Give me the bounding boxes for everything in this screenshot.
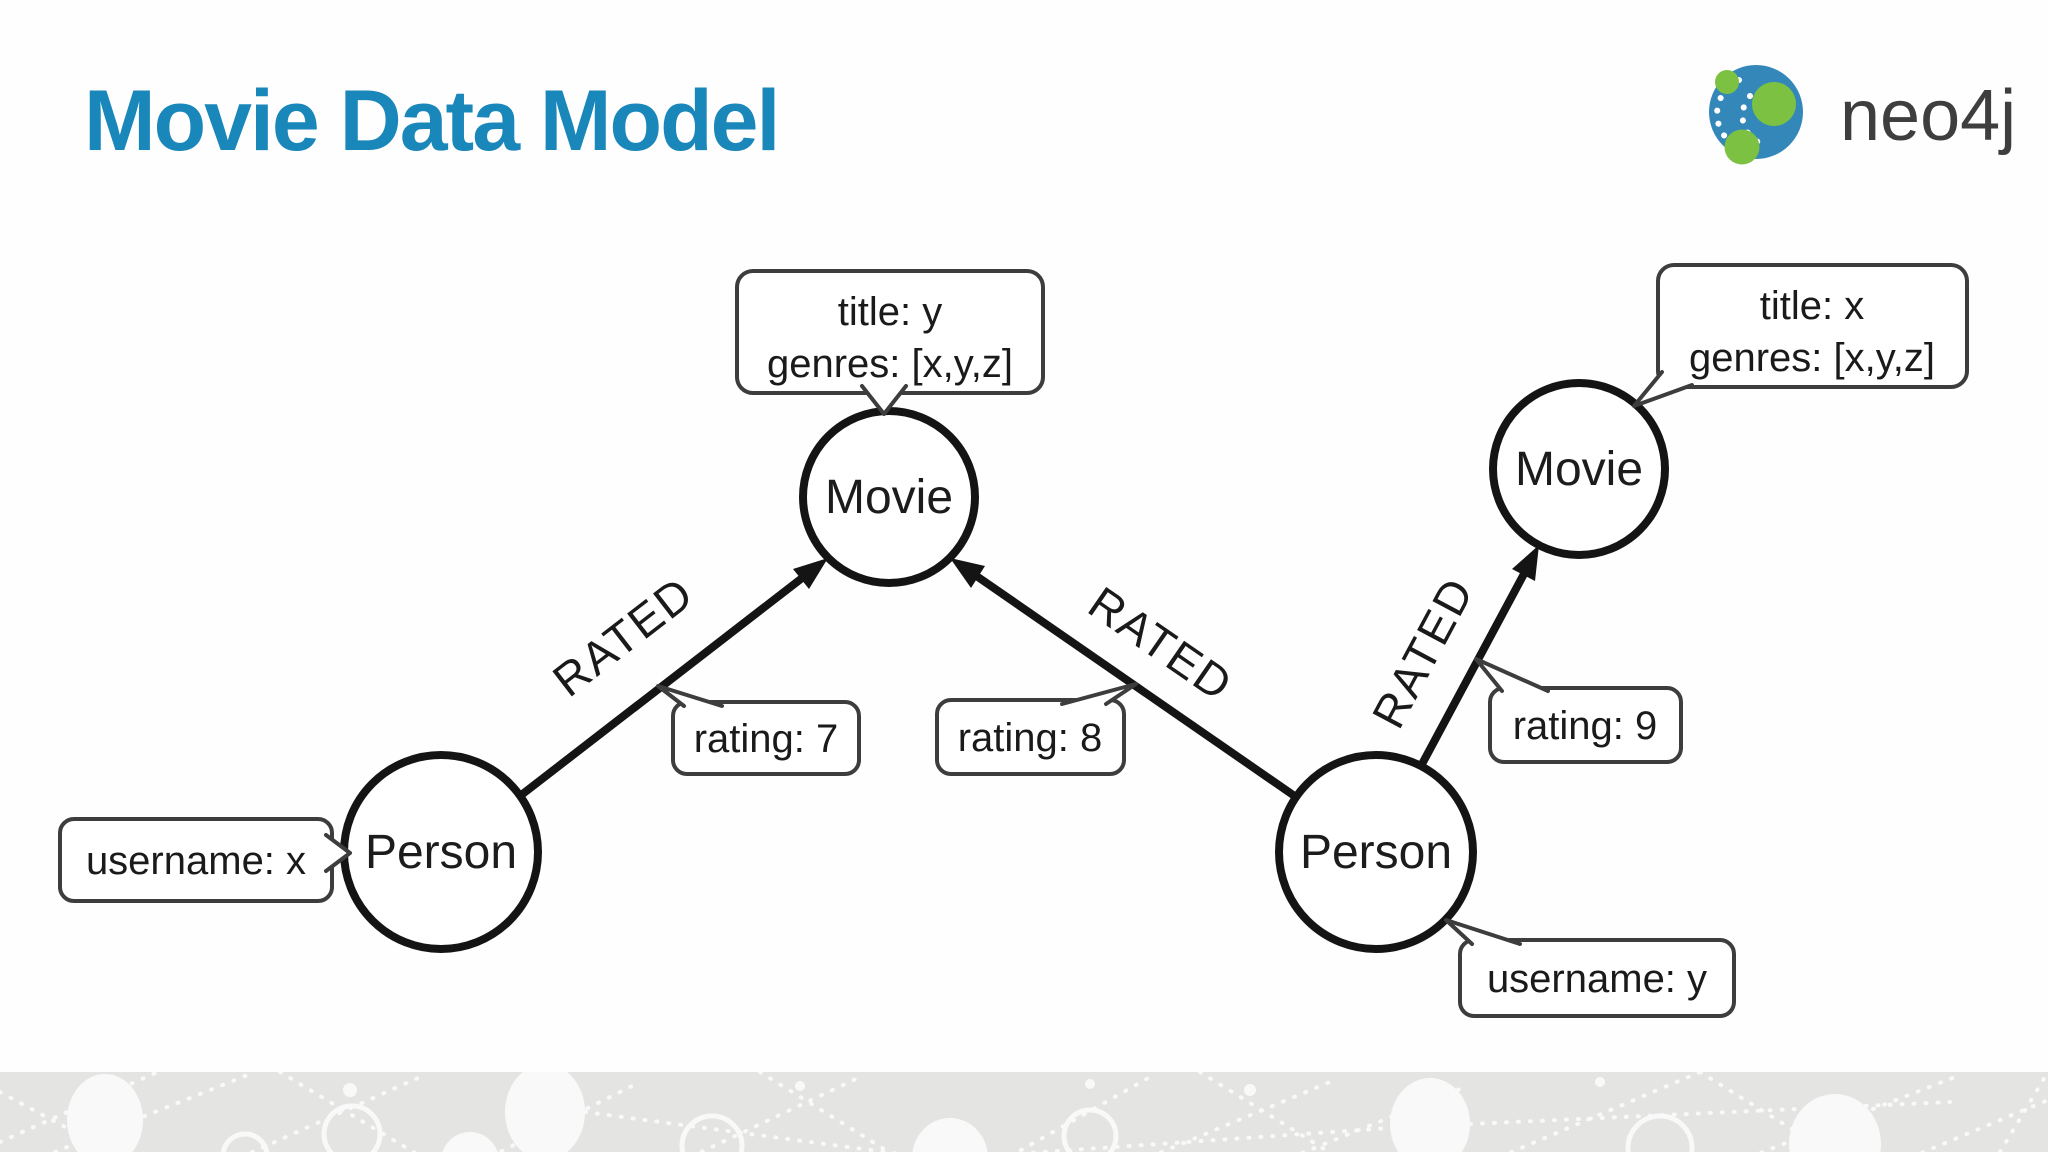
movie-right-title-property: title: x (1760, 284, 1864, 328)
node-person-left: Person (340, 751, 542, 953)
rated-arrow-3-line (1417, 568, 1529, 770)
logo-node-green-bottom (1724, 129, 1760, 165)
person-right-label: Person (1300, 826, 1452, 879)
movie-center-label: Movie (825, 471, 953, 524)
callout-box (1488, 686, 1683, 764)
movie-right-genres-property: genres: [x,y,z] (1689, 336, 1935, 380)
neo4j-logo: neo4j (1709, 65, 2016, 165)
movie-right-circle (1489, 379, 1669, 559)
person-left-label: Person (365, 826, 517, 879)
callout-rating-7: rating: 7 (656, 684, 861, 776)
logo-node-green-small (1715, 70, 1739, 94)
node-movie-right: Movie (1489, 379, 1669, 559)
callout-box (935, 698, 1126, 776)
rated-arrow-1-head (793, 558, 828, 589)
rated-2-rating-property: rating: 8 (958, 716, 1103, 760)
callout-movie-right-properties: title: x genres: [x,y,z] (1632, 263, 1969, 408)
rated-label-1: RATED (543, 566, 703, 707)
logo-dotted-arc-left (1714, 77, 1742, 143)
person-left-username-property: username: x (86, 839, 306, 883)
band-network-pattern (0, 1072, 2048, 1152)
rated-label-3: RATED (1362, 569, 1484, 737)
node-movie-center: Movie (799, 407, 979, 587)
callout-tail (1444, 918, 1522, 946)
page-title: Movie Data Model (84, 73, 780, 169)
movie-center-title-property: title: y (838, 290, 942, 334)
callout-person-left-username: username: x (58, 817, 352, 903)
callout-tail (656, 684, 724, 708)
node-person-right: Person (1275, 751, 1477, 953)
movie-center-circle (799, 407, 979, 587)
callout-tail (1474, 657, 1550, 693)
rated-arrow-2-head (950, 558, 985, 588)
callout-movie-center-properties: title: y genres: [x,y,z] (735, 269, 1045, 416)
callout-tail (1632, 370, 1694, 408)
movie-center-genres-property: genres: [x,y,z] (767, 342, 1013, 386)
callout-box (671, 700, 861, 776)
logo-dotted-arc-inner (1739, 93, 1761, 145)
callout-person-right-username: username: y (1444, 918, 1736, 1018)
rated-arrow-3-head (1512, 545, 1539, 581)
rated-1-rating-property: rating: 7 (694, 717, 839, 761)
footer-network-band (0, 1072, 2048, 1152)
rated-3-rating-property: rating: 9 (1513, 704, 1658, 748)
neo4j-logo-icon (1709, 65, 1803, 165)
movie-right-label: Movie (1515, 443, 1643, 496)
callout-tail (1060, 682, 1138, 706)
callout-tail (324, 833, 352, 873)
person-right-circle (1275, 751, 1477, 953)
callout-box (1458, 938, 1736, 1018)
callout-tail (860, 384, 908, 416)
logo-node-green-large (1752, 82, 1796, 126)
callout-rating-9: rating: 9 (1474, 657, 1683, 764)
person-right-username-property: username: y (1487, 957, 1707, 1001)
callout-rating-8: rating: 8 (935, 682, 1138, 776)
callout-box (1656, 263, 1969, 389)
band-background (0, 1072, 2048, 1152)
neo4j-wordmark: neo4j (1840, 76, 2016, 156)
